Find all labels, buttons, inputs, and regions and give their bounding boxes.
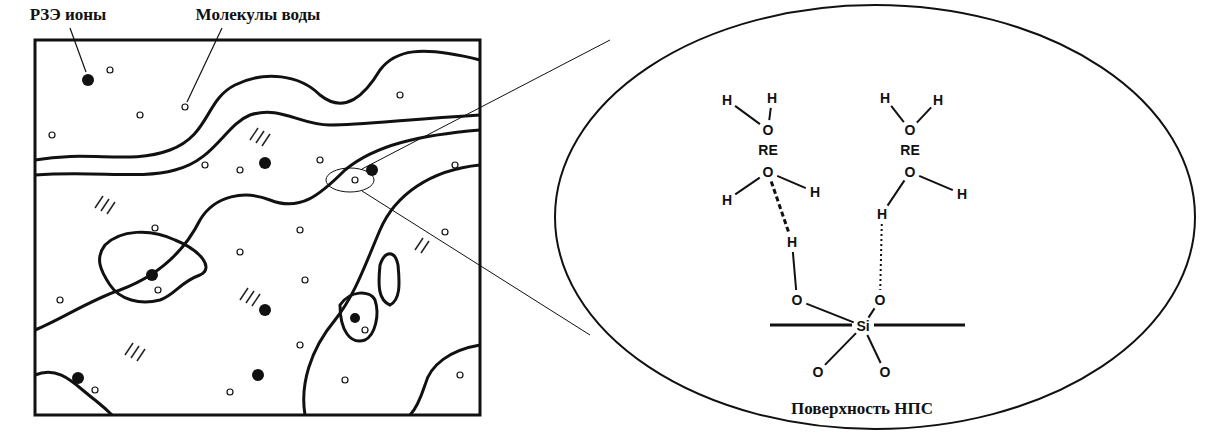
ree-ions	[72, 74, 378, 384]
atom-symbol: H	[767, 91, 777, 105]
hatch-marks	[95, 128, 429, 361]
leader-line	[70, 28, 86, 72]
chemical-bond	[868, 308, 874, 317]
atom-symbol: Si	[856, 319, 869, 333]
atom-symbol: H	[722, 193, 732, 207]
surface-line	[770, 324, 852, 327]
atom-symbol: H	[957, 187, 967, 201]
atom-symbol: O	[813, 365, 824, 379]
atom-symbol: O	[880, 365, 891, 379]
zoom-ellipse	[555, 5, 1195, 429]
chemical-bond	[888, 180, 905, 205]
atom-symbol: O	[905, 165, 916, 179]
atom-symbol: H	[880, 91, 890, 105]
chemical-bond	[777, 176, 806, 188]
surface-line	[874, 324, 965, 327]
atom-symbol: H	[877, 207, 887, 221]
atom-symbol: H	[933, 93, 943, 107]
atom-symbol: O	[905, 123, 916, 137]
chemical-bond	[825, 333, 856, 365]
chemical-bond	[793, 252, 796, 290]
atom-symbol: RE	[758, 143, 777, 157]
atom-symbol: H	[787, 235, 797, 249]
chemical-bond	[891, 106, 904, 122]
chemical-bond	[735, 178, 759, 195]
hydrogen-bond	[771, 181, 789, 232]
atom-symbol: O	[763, 165, 774, 179]
chemical-bond	[806, 304, 853, 323]
atom-symbol: O	[875, 293, 886, 307]
chemical-bond	[917, 107, 931, 122]
chemical-bond	[735, 106, 760, 124]
label-text: Молекулы воды	[196, 6, 321, 23]
atom-symbol: O	[792, 293, 803, 307]
water-molecules	[49, 67, 463, 395]
sample-frame	[35, 40, 480, 415]
atom-symbol: O	[763, 123, 774, 137]
chemical-bond	[867, 335, 880, 363]
chemical-bond	[919, 176, 953, 190]
atom-symbol: H	[810, 185, 820, 199]
label-text: Поверхность НПС	[791, 400, 933, 417]
label-text: РЗЭ ионы	[30, 6, 107, 23]
pore-walls	[35, 51, 480, 415]
leader-line	[187, 28, 222, 102]
atom-symbol: RE	[900, 143, 919, 157]
zoom-area	[326, 168, 374, 192]
hydrogen-bond	[880, 224, 882, 290]
chemical-bond	[769, 108, 771, 120]
atom-symbol: H	[722, 93, 732, 107]
